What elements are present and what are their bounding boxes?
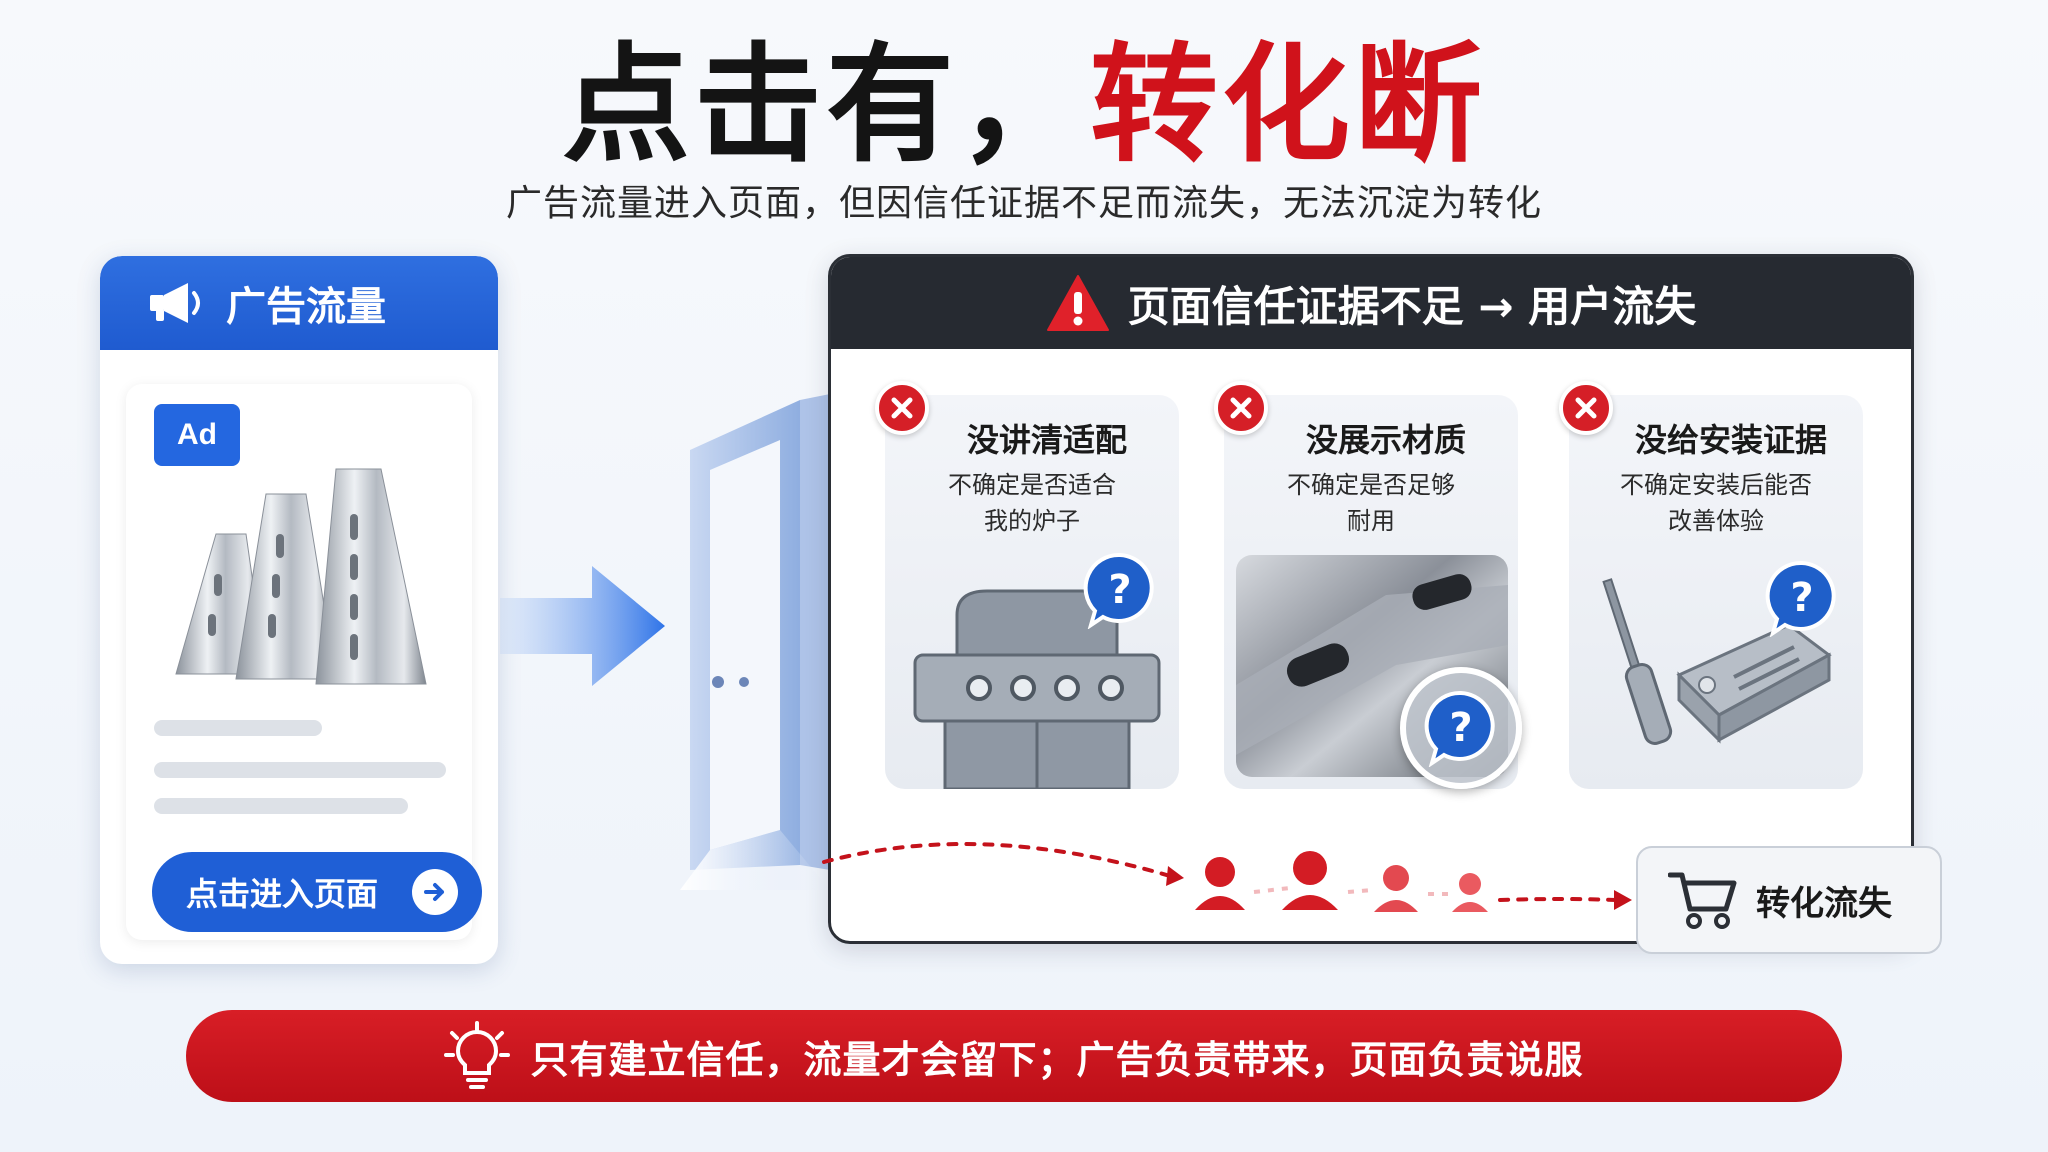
question-bubble-icon: ? [1083, 552, 1154, 629]
reason-description: 不确定是否足够 耐用 [1224, 467, 1518, 539]
megaphone-icon [150, 283, 200, 323]
flow-arrow-icon [500, 566, 665, 686]
reason-description-line: 耐用 [1347, 507, 1395, 535]
conclusion-banner: 只有建立信任，流量才会留下；广告负责带来，页面负责说服 [186, 1010, 1842, 1102]
reason-description-line: 改善体验 [1668, 507, 1764, 535]
lightbulb-icon [444, 1021, 511, 1089]
panel-header: 页面信任证据不足 → 用户流失 [831, 257, 1911, 349]
enter-page-button[interactable]: 点击进入页面 [152, 852, 482, 932]
user-icon [1374, 865, 1418, 912]
reason-description-line: 不确定是否足够 [1287, 471, 1455, 499]
door-icon [680, 394, 830, 890]
reason-card-material: 没展示材质 不确定是否足够 耐用 ? [1224, 395, 1522, 789]
question-bubble-icon: ? [1424, 690, 1495, 767]
svg-text:?: ? [1790, 575, 1813, 621]
x-icon [1559, 381, 1613, 435]
title-part-black: 点击有， [561, 31, 1090, 180]
conclusion-text: 只有建立信任，流量才会留下；广告负责带来，页面负责说服 [530, 1037, 1584, 1082]
x-icon [1214, 381, 1268, 435]
ad-card-header-label: 广告流量 [226, 284, 386, 330]
page-title: 点击有，转化断 [0, 35, 2048, 177]
question-bubble-icon: ? [1765, 560, 1836, 637]
reason-description-line: 不确定是否适合 [948, 471, 1116, 499]
placeholder-text-line [154, 762, 446, 778]
arrow-right-icon [412, 869, 458, 915]
screwdriver-and-plate-icon [1602, 578, 1832, 745]
title-part-red: 转化断 [1090, 31, 1487, 180]
reason-title: 没给安装证据 [1634, 421, 1827, 459]
user-icon [1282, 851, 1338, 910]
ad-card-header: 广告流量 [100, 256, 498, 350]
svg-text:?: ? [1449, 705, 1472, 751]
conversion-loss-box: 转化流失 [1636, 846, 1942, 954]
conversion-loss-label: 转化流失 [1756, 883, 1892, 924]
reason-description-line: 不确定安装后能否 [1620, 471, 1812, 499]
page-subtitle: 广告流量进入页面，但因信任证据不足而流失，无法沉淀为转化 [505, 183, 1542, 224]
ad-creative: Ad [126, 384, 482, 940]
reason-card-fit: 没讲清适配 不确定是否适合 我的炉子 ? [885, 395, 1179, 789]
product-heat-plates-image [175, 468, 427, 685]
reason-title: 没讲清适配 [966, 421, 1127, 459]
warning-icon [1046, 275, 1109, 331]
ad-badge: Ad [154, 404, 240, 466]
svg-text:?: ? [1108, 567, 1131, 613]
reason-description: 不确定安装后能否 改善体验 [1569, 467, 1863, 539]
grill-icon [913, 589, 1161, 789]
user-icon [1452, 873, 1488, 912]
user-loss-flow [822, 842, 1632, 912]
reason-description-line: 我的炉子 [984, 507, 1080, 535]
trust-gap-panel: 页面信任证据不足 → 用户流失 没讲清适配 不确定是否适合 我的炉子 ? 没展示… [828, 254, 1914, 944]
user-icon [1195, 857, 1245, 910]
reason-card-installation: 没给安装证据 不确定安装后能否 改善体验 ? [1569, 395, 1863, 789]
ad-traffic-card: 广告流量 Ad [100, 256, 498, 964]
x-icon [875, 381, 929, 435]
placeholder-text-line [154, 798, 408, 814]
panel-header-label: 页面信任证据不足 → 用户流失 [1127, 281, 1697, 331]
cart-icon [1668, 872, 1737, 929]
reason-title: 没展示材质 [1305, 421, 1466, 459]
enter-page-button-label: 点击进入页面 [186, 876, 379, 912]
placeholder-text-line [154, 720, 322, 736]
reason-description: 不确定是否适合 我的炉子 [885, 467, 1179, 539]
